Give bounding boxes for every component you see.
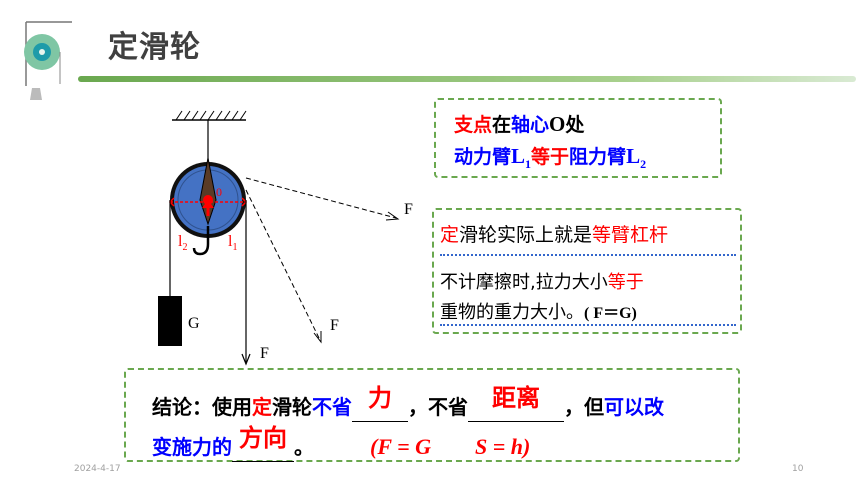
blank-distance: 距离 [468,384,564,422]
page-number: 10 [792,464,804,474]
conclusion-line-1: 结论：使用定滑轮不省力，不省距离，但可以改 [152,384,664,422]
blank-direction: 方向 [232,424,294,462]
slide-date: 2024-4-17 [74,464,121,474]
fulcrum-info-box: 支点在轴心O处 动力臂L1等于阻力臂L2 [434,98,722,178]
force-label-vertical: F [260,345,269,362]
weight-label: G [188,315,200,332]
formula-force: (F = G [370,434,432,459]
fixed-pulley-diagram: 0 l2 l1 F F F G [158,110,413,366]
force-label-diagonal: F [404,201,413,218]
arm-right-label: l1 [228,233,237,253]
weight-block [158,296,182,346]
force-label-slant: F [330,317,339,334]
equal-arm-lever-box: 定滑轮实际上就是等臂杠杆 不计摩擦时,拉力大小等于 重物的重力大小。( F＝G) [432,208,742,334]
dotted-divider-bottom [440,324,736,326]
equal-arm-line: 定滑轮实际上就是等臂杠杆 [440,224,669,246]
pulley-logo-icon [24,21,72,100]
blank-force: 力 [352,384,408,422]
arm-left-label: l2 [178,233,187,253]
slide-title: 定滑轮 [108,30,201,65]
force-equal-line: 不计摩擦时,拉力大小等于 [440,272,644,293]
gravity-line: 重物的重力大小。( F＝G) [440,302,637,323]
formula-distance: S = h) [475,434,531,459]
pivot-label: 0 [216,185,222,199]
title-underline [78,76,856,82]
fulcrum-line: 支点在轴心O处 [454,112,585,136]
ceiling-support [172,110,247,121]
arm-equal-line: 动力臂L1等于阻力臂L2 [454,144,647,171]
dotted-divider [440,254,736,256]
